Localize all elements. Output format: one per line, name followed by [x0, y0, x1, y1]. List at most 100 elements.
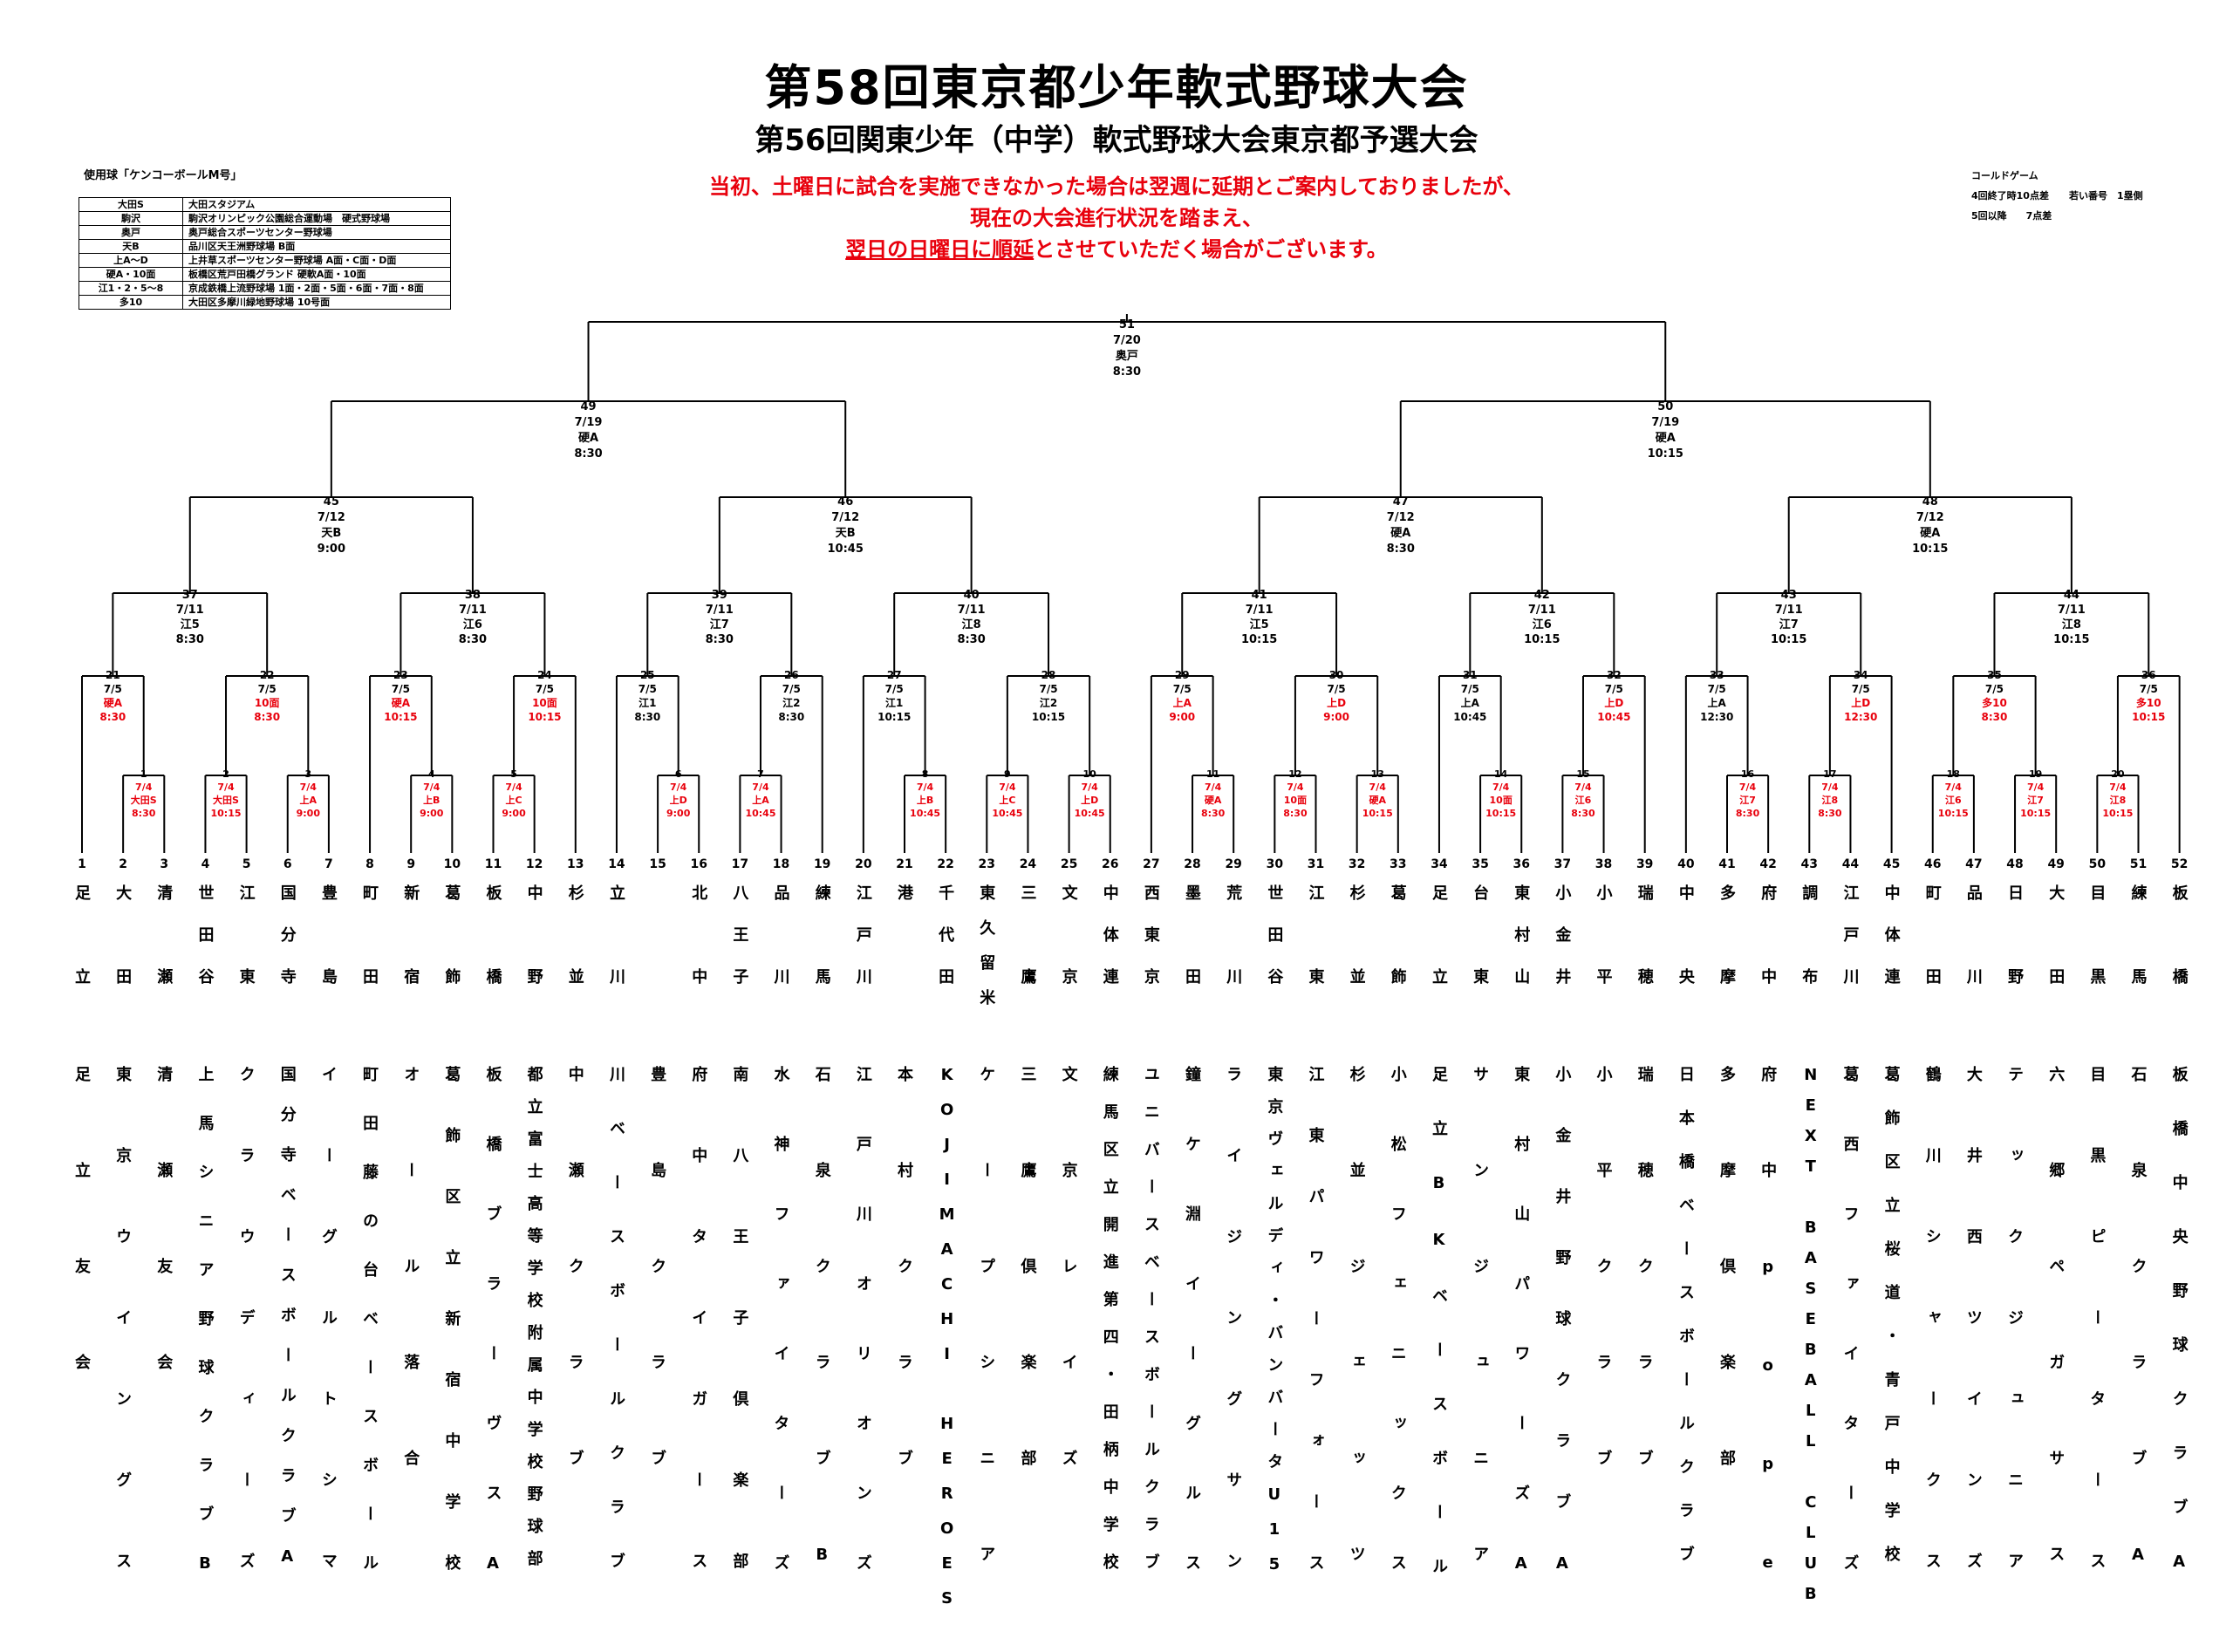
match-date: 7/4	[1944, 782, 1962, 793]
school-name: 世田谷	[1265, 884, 1284, 1010]
match-time: 8:30	[1818, 808, 1842, 819]
club-name: 水神ファイターズ	[771, 1066, 790, 1624]
match-number: 6	[674, 768, 682, 780]
match-venue: 江8	[2061, 618, 2081, 631]
match-venue: 10面	[1283, 795, 1308, 806]
match-time: 10:45	[745, 808, 776, 819]
team-number: 48	[2006, 857, 2024, 871]
club-name: 足立友会	[72, 1066, 91, 1450]
school-name: 東久留米	[977, 884, 996, 1024]
match-date: 7/5	[884, 683, 904, 695]
team-number: 44	[1841, 857, 1860, 871]
match-date: 7/4	[299, 782, 317, 793]
school-name: 小金井	[1553, 884, 1572, 1010]
team-number: 14	[608, 857, 625, 871]
team-number: 51	[2129, 857, 2148, 871]
school-name: 品川	[771, 884, 790, 1052]
match-time: 8:30	[1981, 711, 2008, 723]
match-date: 7/4	[423, 782, 440, 793]
venue-name: 大田区多摩川緑地野球場 10号面	[182, 295, 451, 310]
match-number: 50	[1657, 400, 1674, 413]
match-date: 7/20	[1112, 334, 1141, 347]
club-name: 中瀬クラブ	[565, 1066, 584, 1546]
club-name: 大井西ツインズ	[1963, 1066, 1983, 1634]
venue-abbr: 多10	[79, 295, 183, 310]
match-time: 10:15	[2053, 633, 2090, 646]
club-name: ユニバースベースボールクラブ	[1141, 1066, 1160, 1591]
match-time: 10:15	[528, 711, 562, 723]
school-name: 中体連	[1881, 884, 1901, 1010]
club-name: 葛西ファイターズ	[1840, 1066, 1860, 1624]
match-date: 7/4	[1369, 782, 1386, 793]
match-venue: 江8	[961, 618, 981, 631]
club-name: 石泉クラブA	[2128, 1066, 2148, 1644]
club-name: 町田藤の台ベースボール	[360, 1066, 379, 1603]
school-name: 杉並	[565, 884, 584, 1052]
match-date: 7/4	[505, 782, 522, 793]
team-number: 29	[1225, 857, 1242, 871]
called-game-rule-1: 4回終了時10点差 若い番号 1塁側	[1971, 186, 2143, 206]
venue-name: 京成鉄橋上流野球場 1面・2面・5面・6面・7面・8面	[182, 281, 451, 296]
club-name: イーグルトシマ	[318, 1066, 338, 1634]
club-name: 国分寺ベースボールクラブA	[277, 1066, 297, 1590]
match-time: 9:00	[502, 808, 526, 819]
match-number: 43	[1780, 589, 1797, 602]
match-time: 10:15	[384, 711, 418, 723]
match-date: 7/11	[458, 604, 487, 617]
school-name: 清瀬	[154, 884, 174, 1052]
match-venue: 江7	[1779, 618, 1799, 631]
team-number: 28	[1184, 857, 1201, 871]
club-name: 豊島クラブ	[648, 1066, 667, 1546]
venue-row: 奥戸奥戸総合スポーツセンター野球場	[79, 225, 451, 240]
match-number: 26	[783, 669, 799, 681]
match-venue: 上A	[1460, 697, 1479, 709]
school-name: 町田	[1922, 884, 1942, 1052]
match-venue: 江8	[1821, 795, 1839, 806]
match-venue: 上D	[1327, 697, 1347, 709]
match-number: 24	[537, 669, 552, 681]
club-name: 川ベースボールクラブ	[606, 1066, 625, 1607]
match-number: 41	[1251, 589, 1267, 602]
match-time: 8:30	[254, 711, 281, 723]
school-name: 千代田	[936, 884, 955, 1010]
match-number: 49	[580, 400, 597, 413]
notice-line-2: 現在の大会進行状況を踏まえ、	[970, 206, 1263, 230]
match-venue: 上B	[916, 795, 934, 806]
team-number: 30	[1266, 857, 1284, 871]
match-venue: 江7	[2027, 795, 2044, 806]
match-time: 8:30	[957, 633, 986, 646]
match-date: 7/4	[2109, 782, 2127, 793]
match-date: 7/5	[1172, 683, 1192, 695]
team-number: 34	[1431, 857, 1448, 871]
team-number: 35	[1472, 857, 1489, 871]
club-name: 南八王子倶楽部	[730, 1066, 749, 1634]
venue-row: 硬A・10面板橋区荒戸田橋グランド 硬軟A面・10面	[79, 267, 451, 282]
match-time: 8:30	[705, 633, 734, 646]
match-number: 37	[181, 589, 198, 602]
school-name: 新宿	[401, 884, 420, 1052]
match-venue: 江6	[1944, 795, 1962, 806]
school-name: 江東	[236, 884, 256, 1052]
match-venue: 江2	[782, 697, 801, 709]
match-number: 10	[1082, 768, 1096, 780]
match-time: 8:30	[778, 711, 805, 723]
match-date: 7/12	[831, 511, 860, 524]
team-number: 43	[1800, 857, 1819, 871]
school-name: 西東京	[1141, 884, 1160, 1010]
club-name: 小松フェニックス	[1388, 1066, 1407, 1624]
match-time: 10:45	[910, 808, 941, 819]
match-venue: 硬A	[1369, 795, 1386, 806]
venue-abbr: 江1・2・5～8	[79, 281, 183, 296]
team-number: 15	[649, 857, 666, 871]
match-date: 7/5	[1851, 683, 1870, 695]
school-name: 国分寺	[277, 884, 297, 1010]
club-name: 鐘ケ淵イーグルス	[1183, 1066, 1202, 1624]
match-time: 8:30	[1112, 365, 1142, 379]
team-number: 41	[1718, 857, 1736, 871]
